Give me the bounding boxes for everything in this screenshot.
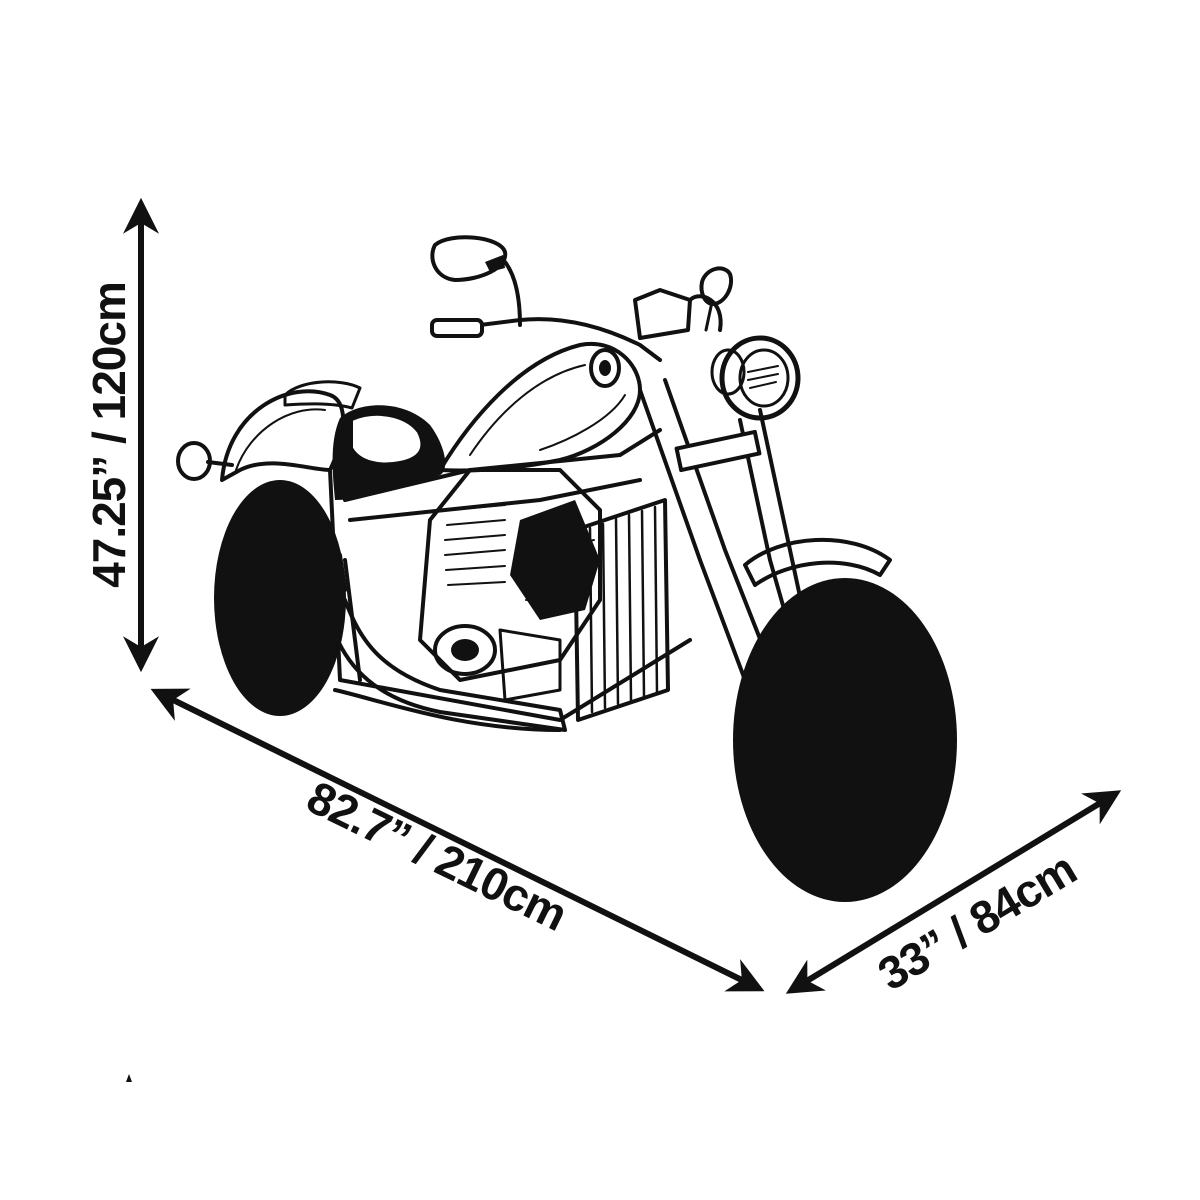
exhaust-pipes <box>248 553 567 732</box>
seat <box>332 405 446 500</box>
left-mirror <box>430 235 522 327</box>
width-dimension-arrow <box>785 790 1122 994</box>
length-dimension-arrow <box>150 688 765 992</box>
frame <box>236 428 692 732</box>
fuel-tank <box>438 341 642 473</box>
headlight <box>710 335 801 421</box>
radiator <box>573 498 670 722</box>
rear-wheel <box>214 480 346 716</box>
length-dimension-label: 82.7” / 210cm <box>299 771 574 941</box>
stray-mark <box>126 1074 132 1082</box>
handlebars <box>430 288 723 362</box>
right-mirror <box>699 266 733 332</box>
motorcycle-illustration <box>176 235 957 902</box>
front-forks <box>638 378 822 722</box>
front-fender <box>743 537 892 587</box>
tail-light <box>176 441 234 481</box>
height-dimension-label: 47.25” / 120cm <box>83 282 135 588</box>
rear-fender <box>220 380 362 482</box>
front-wheel <box>733 578 957 902</box>
